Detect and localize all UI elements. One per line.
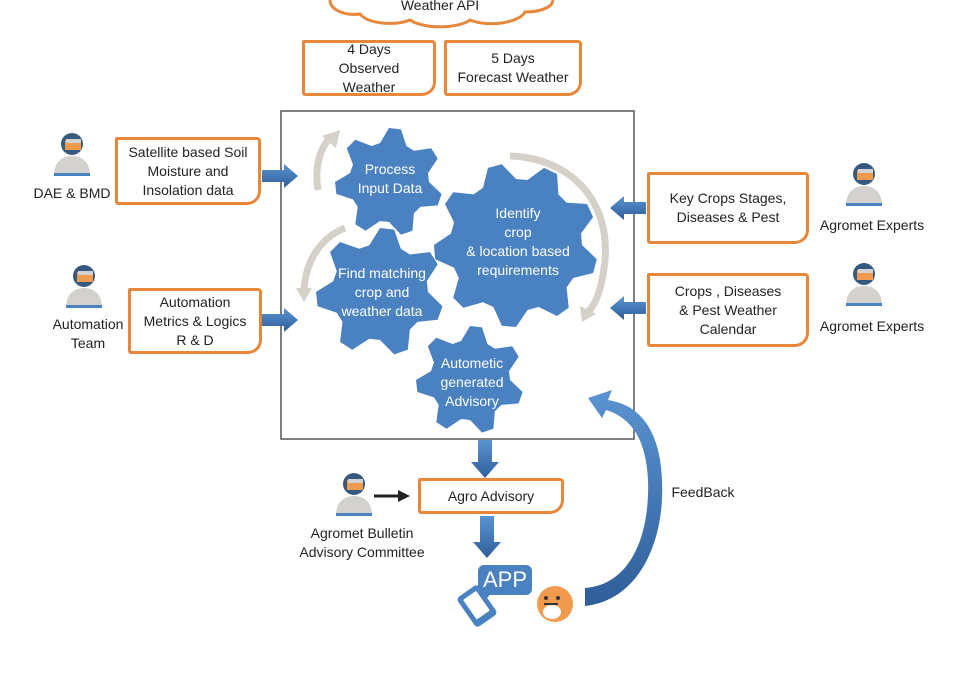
arrow-right-2 <box>610 296 646 320</box>
actor-agromet-experts-2: Agromet Experts <box>819 318 925 334</box>
app-bubble <box>478 565 532 595</box>
arrow-down-1 <box>471 440 499 478</box>
gear-icon-identify <box>434 164 597 327</box>
arrow-down-2 <box>473 516 501 558</box>
actor-advisory-committee: Agromet Bulletin Advisory Committee <box>299 525 425 560</box>
cycle-arrowhead-right <box>580 306 596 322</box>
forecast-weather-box: 5 Days Forecast Weather <box>444 40 582 96</box>
person-icon-advisory-committee <box>336 473 372 516</box>
arrow-left-2 <box>262 308 298 332</box>
gear-find-matching: Find matching crop and weather data <box>338 265 426 319</box>
cloud-shape <box>328 0 554 29</box>
crop-stages-box: Key Crops Stages, Diseases & Pest <box>647 172 809 244</box>
cycle-arrow-right <box>509 152 609 315</box>
gear-icon-process <box>335 128 442 235</box>
weather-api-label: Weather API <box>400 0 480 13</box>
actor-agromet-experts-1: Agromet Experts <box>819 217 925 233</box>
person-icon-automation-team <box>66 265 102 308</box>
actor-automation-team: Automation Team <box>52 316 124 351</box>
person-icon-agromet-experts-2 <box>846 263 882 306</box>
app-label: APP <box>482 567 528 592</box>
committee-arrowhead <box>398 490 410 502</box>
arrow-right-1 <box>610 196 646 220</box>
feedback-arrow <box>585 390 663 606</box>
actor-dae-bmd: DAE & BMD <box>33 185 111 201</box>
feedback-label: FeedBack <box>671 484 735 500</box>
cycle-arrowhead-top-left <box>322 130 340 148</box>
cycle-arrowhead-left <box>296 288 312 302</box>
weather-calendar-box: Crops , Diseases & Pest Weather Calendar <box>647 273 809 347</box>
automation-box: Automation Metrics & Logics R & D <box>128 288 262 354</box>
cycle-arrow-top-left <box>313 135 333 191</box>
gear-auto-advisory: Autometic generated Advisory <box>440 355 504 409</box>
satellite-data-box: Satellite based Soil Moisture and Insola… <box>115 137 261 205</box>
person-icon-agromet-experts-1 <box>846 163 882 206</box>
agro-advisory-box: Agro Advisory <box>418 478 564 514</box>
gear-icon-find <box>316 228 443 355</box>
person-icon-dae-bmd <box>54 133 90 176</box>
cycle-arrow-left <box>300 224 347 293</box>
observed-weather-box: 4 Days Observed Weather <box>302 40 436 96</box>
process-frame <box>280 110 635 440</box>
gear-identify-crop: Identify crop & location based requireme… <box>466 205 570 278</box>
arrow-left-1 <box>262 164 298 188</box>
gear-process-input: Process Input Data <box>357 161 423 196</box>
gear-icon-advisory <box>416 326 523 433</box>
